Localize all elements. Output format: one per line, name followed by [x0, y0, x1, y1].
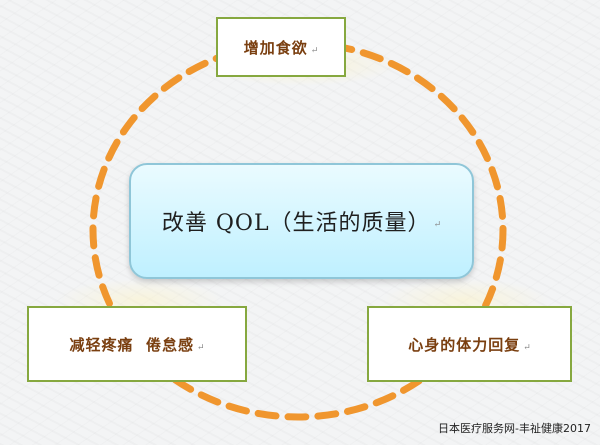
return-mark-icon: ↵	[196, 343, 205, 353]
node-reduce-pain-fatigue: 减轻疼痛 倦怠感 ↵	[27, 306, 247, 382]
node-physical-recovery: 心身的体力回复 ↵	[367, 306, 572, 382]
return-mark-icon: ↵	[433, 220, 442, 230]
return-mark-icon: ↵	[310, 46, 319, 56]
node-label: 减轻疼痛 倦怠感	[69, 335, 194, 354]
source-credit: 日本医疗服务网-丰祉健康2017	[438, 422, 591, 435]
node-label: 增加食欲	[243, 38, 308, 57]
node-label: 心身的体力回复	[408, 335, 521, 354]
return-mark-icon: ↵	[523, 343, 531, 353]
center-label: 改善 QOL（生活的质量）	[161, 211, 431, 236]
node-improve-qol: 改善 QOL（生活的质量） ↵	[129, 163, 474, 279]
node-increase-appetite: 增加食欲 ↵	[216, 17, 346, 77]
